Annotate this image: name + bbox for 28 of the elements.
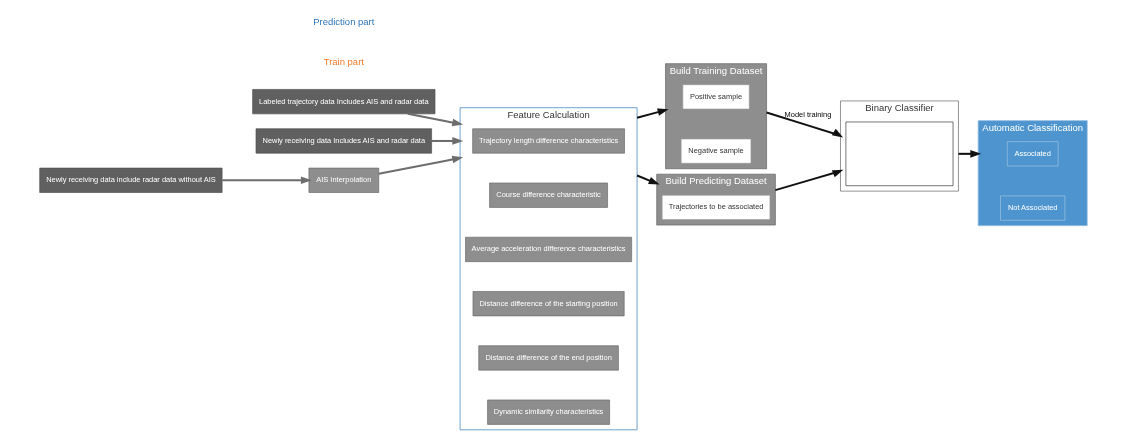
- arrow: [636, 108, 669, 119]
- arrow: [221, 176, 312, 185]
- node-box: Positive sample: [682, 84, 750, 110]
- node-box: Distance difference of the end position: [477, 345, 619, 371]
- edge-label: Model training: [784, 110, 831, 120]
- node-box: Newly receiving data include radar data without AIS: [38, 167, 222, 193]
- node-box: Associated: [1006, 141, 1058, 167]
- label: Train part: [323, 55, 364, 67]
- node-box: Trajectories to be associated: [661, 194, 770, 220]
- node-box: AIS Interpolation: [308, 167, 379, 193]
- arrow: [378, 155, 463, 175]
- node-box: Newly receiving data Includes AIS and radar data: [255, 128, 432, 154]
- node-box: Course difference characteristic: [488, 182, 608, 208]
- node-box: [845, 121, 953, 187]
- arrow: [765, 111, 843, 138]
- node-box: Average acceleration difference characteristics: [464, 236, 632, 262]
- node-box: Not Associated: [999, 195, 1065, 221]
- node-box: Dynamic similarity characteristics: [486, 399, 610, 425]
- node-box: Negative sample: [680, 138, 751, 164]
- node-box: Labeled trajectory data Includes AIS and radar data: [251, 89, 435, 115]
- cluster: Binary Classifier: [839, 100, 959, 192]
- arrow: [431, 137, 463, 145]
- node-box: Distance difference of the starting position: [472, 291, 624, 317]
- arrow: [636, 174, 660, 185]
- arrow: [774, 169, 843, 192]
- arrow: [957, 150, 981, 158]
- label: Prediction part: [312, 16, 374, 28]
- node-box: Trajectory length difference characteristics: [471, 128, 625, 154]
